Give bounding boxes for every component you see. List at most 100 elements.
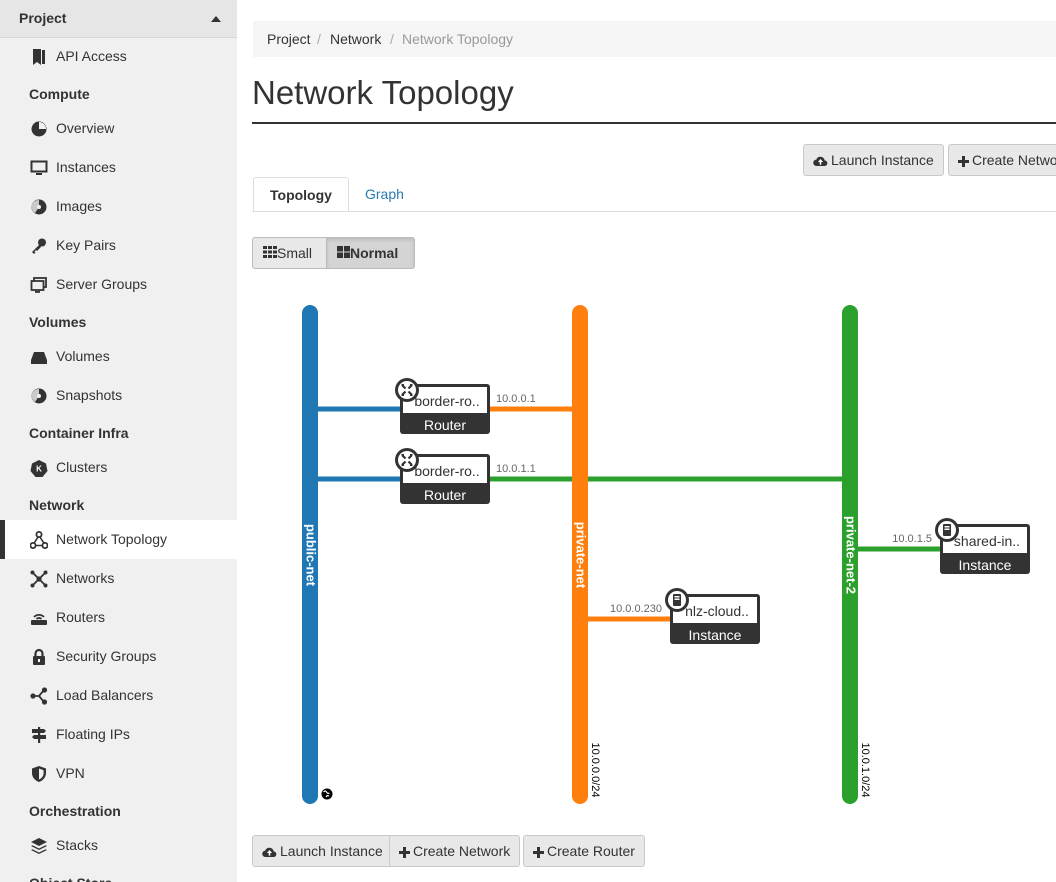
title-divider: [252, 122, 1056, 124]
sidebar-item-label: Stacks: [56, 837, 99, 853]
sidebar-item-stacks[interactable]: Stacks: [0, 826, 237, 865]
sidebar-item-routers[interactable]: Routers: [0, 598, 237, 637]
sidebar-item-vpn[interactable]: VPN: [0, 754, 237, 793]
sidebar-header-orch_h: Orchestration: [29, 803, 121, 819]
sidebar-item-api[interactable]: API Access: [0, 37, 237, 76]
sidebar-header-compute: Compute: [29, 86, 90, 102]
network-private2[interactable]: private-net-2 10.0.1.0/24: [842, 305, 872, 804]
snapshot-icon: [31, 388, 47, 404]
sidebar-item-overview[interactable]: Overview: [0, 109, 237, 148]
create-network-button[interactable]: Create Network: [948, 144, 1056, 176]
node-type: Router: [424, 417, 466, 433]
normal-view-button[interactable]: Normal: [326, 237, 415, 269]
sidebar-item-topology[interactable]: Network Topology: [0, 520, 237, 559]
tab-graph[interactable]: Graph: [365, 186, 404, 202]
breadcrumb-project[interactable]: Project: [267, 31, 311, 47]
sidebar-item-lb[interactable]: Load Balancers: [0, 676, 237, 715]
sidebar-item-secgroups[interactable]: Security Groups: [0, 637, 237, 676]
network-name: private-net: [574, 522, 589, 589]
plus-icon: [533, 847, 544, 858]
small-view-button[interactable]: Small: [252, 237, 327, 269]
server-icon: [935, 518, 959, 542]
bottom-create-router-button[interactable]: Create Router: [523, 835, 645, 867]
breadcrumb-current: Network Topology: [402, 31, 514, 47]
bottom-create-network-button[interactable]: Create Network: [389, 835, 521, 867]
network-cidr: 10.0.1.0/24: [859, 742, 871, 797]
port-ip-label: 10.0.1.1: [496, 463, 536, 475]
kubernetes-icon: K: [30, 460, 48, 477]
project-menu-label: Project: [19, 10, 67, 26]
hdd-icon: [31, 352, 47, 364]
key-icon: [32, 238, 46, 254]
disc-icon: [31, 199, 47, 215]
sidebar-item-volumes[interactable]: Volumes: [0, 337, 237, 376]
network-name: public-net: [304, 524, 319, 587]
dashboard-icon: [31, 121, 47, 137]
port-ip-label: 10.0.1.5: [892, 533, 932, 545]
network-public[interactable]: public-net: [302, 305, 333, 804]
svg-text:K: K: [36, 465, 42, 474]
launch-instance-label: Launch Instance: [831, 152, 934, 168]
lock-icon: [33, 648, 45, 665]
stack-icon: [31, 838, 47, 854]
globe-icon: [321, 788, 333, 800]
sidebar-item-snapshots[interactable]: Snapshots: [0, 376, 237, 415]
sidebar-item-label: Images: [56, 198, 102, 214]
tab-topology[interactable]: Topology: [253, 177, 349, 212]
networks-icon: [30, 570, 48, 588]
breadcrumb-separator: /: [390, 31, 394, 47]
network-name: private-net-2: [844, 516, 859, 594]
topology-icon: [30, 531, 48, 549]
sidebar-item-label: Volumes: [56, 348, 110, 364]
sidebar-item-images[interactable]: Images: [0, 187, 237, 226]
node-name: border-ro..: [414, 463, 479, 479]
tabs-divider: [252, 211, 1056, 212]
router-icon: [31, 614, 47, 625]
bottom-launch-instance-button[interactable]: Launch Instance: [252, 835, 393, 867]
node-type: Instance: [959, 557, 1012, 573]
router-icon: [395, 378, 419, 402]
sidebar-item-keypairs[interactable]: Key Pairs: [0, 226, 237, 265]
bottom-create-router-label: Create Router: [547, 843, 635, 859]
sidebar-item-fip[interactable]: Floating IPs: [0, 715, 237, 754]
sidebar-header-obj_h: Object Store: [29, 875, 112, 882]
sidebar-item-label: Routers: [56, 609, 106, 625]
shield-icon: [32, 766, 46, 782]
sidebar-item-instances[interactable]: Instances: [0, 148, 237, 187]
launch-instance-button[interactable]: Launch Instance: [803, 144, 944, 176]
sidebar-header-volumes_h: Volumes: [29, 314, 87, 330]
node-name: border-ro..: [414, 393, 479, 409]
main-content: Project / Network / Network Topology Net…: [237, 0, 1056, 882]
network-cidr: 10.0.0.0/24: [589, 742, 601, 797]
network-private[interactable]: private-net 10.0.0.0/24: [572, 305, 602, 804]
cloud-upload-icon: [813, 156, 828, 167]
plus-icon: [958, 156, 969, 167]
normal-view-label: Normal: [350, 245, 399, 261]
bottom-launch-instance-label: Launch Instance: [280, 843, 383, 859]
sidebar-item-label: Load Balancers: [56, 687, 154, 703]
sidebar-item-networks[interactable]: Networks: [0, 559, 237, 598]
breadcrumb-network[interactable]: Network: [330, 31, 382, 47]
cloud-upload-icon: [262, 847, 277, 858]
sidebar-item-label: Networks: [56, 570, 115, 586]
grid-small-icon: [263, 246, 277, 258]
node-type: Instance: [689, 627, 742, 643]
router-node[interactable]: 10.0.1.1 border-ro.. Router: [395, 448, 536, 504]
project-menu-toggle[interactable]: Project: [0, 0, 237, 38]
signpost-icon: [32, 727, 46, 743]
node-type: Router: [424, 487, 466, 503]
sidebar-item-label: API Access: [56, 48, 127, 64]
port-ip-label: 10.0.0.230: [610, 603, 662, 615]
sidebar-item-label: Server Groups: [56, 276, 148, 292]
caret-up-icon: [211, 16, 221, 22]
sidebar-item-label: Floating IPs: [56, 726, 130, 742]
sidebar-item-servergroups[interactable]: Server Groups: [0, 265, 237, 304]
sidebar-item-label: Instances: [56, 159, 116, 175]
breadcrumb: Project / Network / Network Topology: [253, 21, 1056, 57]
plus-icon: [399, 847, 410, 858]
